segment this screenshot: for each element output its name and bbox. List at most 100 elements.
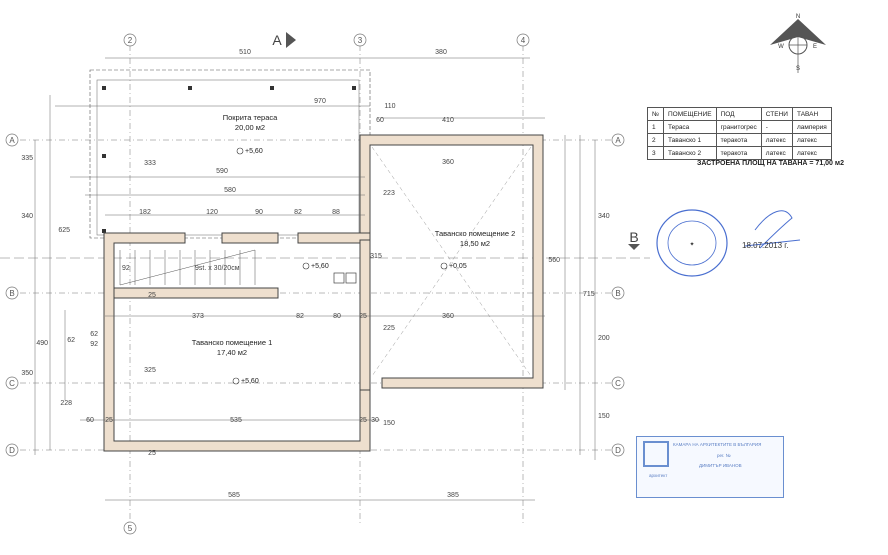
svg-text:B: B	[9, 289, 14, 298]
level-terrace: +5,60	[245, 148, 263, 155]
svg-text:585: 585	[228, 492, 240, 499]
svg-text:B: B	[629, 229, 638, 245]
grid-lines	[0, 45, 650, 525]
svg-text:S: S	[796, 66, 800, 72]
svg-text:535: 535	[230, 417, 242, 424]
axis-bubble-b-right: B	[611, 286, 625, 300]
svg-text:D: D	[615, 446, 621, 455]
table-row: 2 Таванско 1 теракота латекс латекс	[647, 133, 832, 147]
table-header: №	[647, 107, 664, 121]
architect-stamp: КАМАРА НА АРХИТЕКТИТЕ В БЪЛГАРИЯ рег. № …	[636, 436, 784, 498]
covered-terrace: Покрита тераса 20,00 м2 +5,60	[89, 69, 371, 239]
svg-text:W: W	[778, 44, 784, 50]
svg-text:+5,60: +5,60	[241, 378, 259, 385]
svg-text:333: 333	[144, 160, 156, 167]
axis-bubble-3: 3	[353, 33, 367, 47]
svg-text:92: 92	[90, 341, 98, 348]
svg-text:60: 60	[86, 417, 94, 424]
svg-text:25: 25	[359, 417, 367, 424]
svg-text:228: 228	[60, 400, 72, 407]
terrace-name: Покрита тераса	[223, 113, 278, 122]
chimney-boxes	[333, 272, 357, 284]
svg-text:340: 340	[21, 213, 33, 220]
svg-text:120: 120	[206, 209, 218, 216]
section-marker-b: B	[628, 229, 640, 250]
svg-text:560: 560	[548, 257, 560, 264]
svg-text:385: 385	[447, 492, 459, 499]
svg-text:92: 92	[122, 265, 130, 272]
svg-text:25: 25	[148, 292, 156, 299]
svg-text:4: 4	[521, 36, 526, 45]
stamp-date: 18.07.2013 г.	[742, 241, 788, 250]
axis-bubble-5: 5	[123, 521, 137, 535]
svg-text:25: 25	[148, 450, 156, 457]
svg-text:A: A	[272, 32, 282, 48]
svg-text:182: 182	[139, 209, 151, 216]
svg-text:2: 2	[128, 36, 133, 45]
axis-bubble-c-left: C	[5, 376, 19, 390]
svg-text:410: 410	[442, 117, 454, 124]
svg-text:150: 150	[598, 413, 610, 420]
svg-text:B: B	[615, 289, 620, 298]
svg-text:A: A	[615, 136, 621, 145]
svg-text:200: 200	[598, 335, 610, 342]
svg-text:625: 625	[58, 227, 70, 234]
svg-text:3: 3	[358, 36, 363, 45]
svg-text:110: 110	[384, 103, 395, 110]
round-stamp: ✦	[656, 209, 728, 277]
svg-text:✦: ✦	[689, 241, 694, 248]
attic1-area: 17,40 м2	[217, 348, 247, 357]
svg-text:C: C	[615, 379, 621, 388]
svg-text:+5,60: +5,60	[311, 263, 329, 270]
axis-bubble-a-right: A	[611, 133, 625, 147]
svg-text:360: 360	[442, 313, 454, 320]
svg-text:325: 325	[144, 367, 156, 374]
svg-text:A: A	[9, 136, 15, 145]
svg-text:80: 80	[333, 313, 341, 320]
svg-text:150: 150	[383, 420, 395, 427]
svg-text:30: 30	[371, 417, 379, 424]
table-header: ПОД	[715, 107, 762, 121]
walls	[103, 134, 544, 452]
attic2-area: 18,50 м2	[460, 239, 490, 248]
signature: 18.07.2013 г.	[742, 210, 801, 250]
svg-text:315: 315	[370, 253, 382, 260]
svg-text:340: 340	[598, 213, 610, 220]
svg-text:90: 90	[255, 209, 263, 216]
svg-text:970: 970	[314, 98, 326, 105]
axis-bubble-b-left: B	[5, 286, 19, 300]
svg-text:350: 350	[21, 370, 33, 377]
chamber-logo-icon	[643, 441, 669, 467]
axis-bubble-c-right: C	[611, 376, 625, 390]
svg-text:25: 25	[359, 313, 367, 320]
room2-diagonals	[371, 146, 532, 377]
svg-text:60: 60	[376, 117, 384, 124]
svg-text:380: 380	[435, 49, 447, 56]
svg-text:E: E	[813, 44, 817, 50]
attic1-name: Таванско помещение 1	[192, 338, 273, 347]
stair-label: 9st. x 30/20см	[195, 265, 240, 272]
axis-bubble-4: 4	[516, 33, 530, 47]
svg-text:C: C	[9, 379, 15, 388]
dimension-labels: 510 380 970 410 60 110 590 580 182 120 9…	[21, 49, 609, 499]
svg-text:490: 490	[36, 340, 48, 347]
compass-icon: N S E W	[770, 14, 826, 73]
table-header: ПОМЕЩЕНИЕ	[662, 107, 717, 121]
svg-text:590: 590	[216, 168, 228, 175]
axis-bubble-d-right: D	[611, 443, 625, 457]
svg-text:N: N	[796, 14, 800, 20]
attic2-name: Таванско помещение 2	[435, 229, 516, 238]
svg-text:88: 88	[332, 209, 340, 216]
svg-text:62: 62	[90, 331, 98, 338]
svg-text:360: 360	[442, 159, 454, 166]
svg-text:510: 510	[239, 49, 251, 56]
stairs: 9st. x 30/20см	[119, 249, 256, 286]
level-marks: +5,60 +0,05 +5,60	[232, 262, 467, 385]
svg-text:D: D	[9, 446, 15, 455]
svg-text:373: 373	[192, 313, 204, 320]
svg-text:715: 715	[583, 291, 595, 298]
axis-bubble-2: 2	[123, 33, 137, 47]
axis-bubble-a-left: A	[5, 133, 19, 147]
